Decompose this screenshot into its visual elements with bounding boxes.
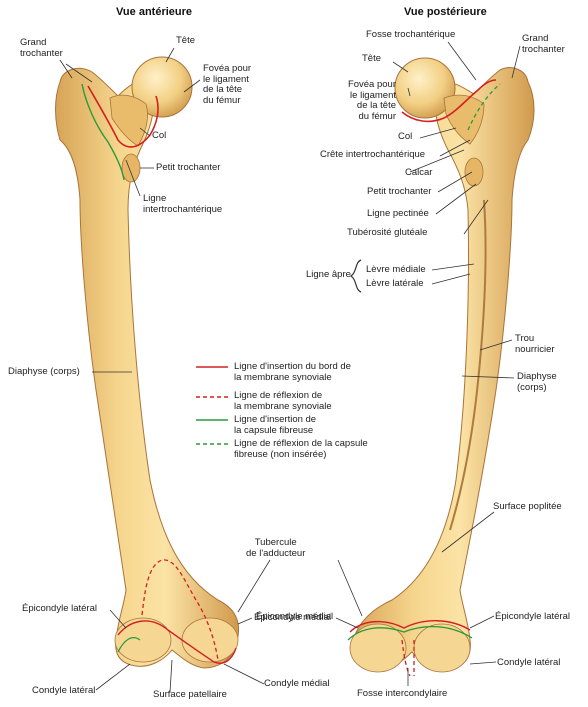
anterior-label-petit-trochanter: Petit trochanter: [156, 162, 221, 173]
anterior-label-epicondyle-medial: Épicondyle médial: [254, 612, 332, 623]
posterior-label-crete-intertrochanterique: Crête intertrochantérique: [320, 149, 426, 160]
anterior-label-col: Col: [152, 130, 167, 141]
anterior-femoral-neck: [109, 94, 148, 147]
posterior-label-trou-nourricier: Trou nourricier: [515, 333, 555, 355]
legend-swatches: [196, 366, 228, 445]
anterior-femur: [55, 56, 240, 669]
posterior-femoral-neck: [443, 94, 485, 145]
anterior-distal-capsule-line: [117, 637, 141, 653]
anterior-label-grand-trochanter: Grand trochanter: [20, 37, 63, 59]
posterior-label-surface-poplitee: Surface poplitée: [493, 501, 562, 512]
anterior-lateral-condyle: [114, 617, 172, 663]
posterior-label-levre-laterale: Lèvre latérale: [366, 278, 424, 289]
posterior-label-grand-trochanter: Grand trochanter: [522, 33, 565, 55]
anterior-label-tete: Tête: [176, 35, 196, 46]
legend-text-synovial-insertion: Ligne d'insertion du bord de la membrane…: [234, 361, 351, 383]
posterior-medial-condyle: [349, 623, 407, 673]
anterior-label-condyle-lateral: Condyle latéral: [32, 685, 96, 696]
anterior-femur-body: [55, 67, 240, 669]
legend-text-capsule-insertion: Ligne d'insertion de la capsule fibreuse: [234, 414, 317, 436]
posterior-label-epicondyle-lateral: Épicondyle latéral: [495, 611, 570, 622]
posterior-capsule-reflection-line: [467, 83, 501, 131]
posterior-label-levre-mediale: Lèvre médiale: [366, 264, 426, 275]
posterior-label-tuberosite-glutéale: Tubérosité glutéale: [347, 227, 428, 238]
posterior-label-petit-trochanter: Petit trochanter: [367, 186, 432, 197]
posterior-lateral-condyle: [413, 623, 471, 673]
posterior-label-tete: Tête: [362, 53, 382, 64]
posterior-label-fosse-intercondylaire: Fosse intercondylaire: [357, 688, 448, 699]
posterior-label-col: Col: [398, 131, 413, 142]
posterior-distal-synovial-line: [349, 620, 471, 633]
anterior-capsule-insertion-line: [81, 83, 125, 181]
posterior-label-ligne-apre: Ligne âpre: [306, 269, 351, 280]
leader-lines: [59, 41, 521, 693]
legend-text-synovial-reflection: Ligne de réflexion de la membrane synovi…: [234, 390, 332, 412]
posterior-distal-synovial-reflection: [401, 639, 415, 677]
posterior-linea-aspera: [449, 199, 487, 531]
legend-text-capsule-reflection: Ligne de réflexion de la capsule fibreus…: [234, 438, 368, 460]
anterior-synovial-insertion-line: [87, 85, 159, 148]
anterior-label-surface-patellaire: Surface patellaire: [153, 689, 227, 700]
posterior-lesser-trochanter: [464, 157, 484, 187]
anterior-label-epicondyle-lateral: Épicondyle latéral: [22, 603, 97, 614]
anterior-distal-synovial-line: [117, 620, 237, 664]
posterior-label-fovea: Fovéa pour le ligament de la tête du fém…: [347, 79, 396, 122]
posterior-label-diaphyse: Diaphyse (corps): [517, 371, 557, 393]
anterior-label-diaphyse: Diaphyse (corps): [8, 366, 80, 377]
anterior-label-condyle-medial: Condyle médial: [264, 678, 330, 689]
anterior-lesser-trochanter: [121, 153, 141, 183]
posterior-label-calcar: Calcar: [405, 167, 433, 178]
posterior-femoral-head: [394, 57, 456, 119]
posterior-label-epicondyle-medial: Épicondyle médial: [256, 611, 334, 622]
anterior-label-ligne-intertrochanterique: Ligne intertrochantérique: [143, 193, 223, 215]
posterior-synovial-insertion-line: [401, 79, 497, 123]
posterior-label-condyle-lateral: Condyle latéral: [497, 657, 561, 668]
posterior-distal-capsule-line: [347, 625, 473, 641]
anterior-label-fovea: Fovéa pour le ligament de la tête du fém…: [203, 63, 252, 106]
posterior-femur: [347, 57, 535, 677]
posterior-label-fosse-trochanterique: Fosse trochantérique: [366, 29, 456, 40]
anterior-medial-condyle: [181, 617, 239, 663]
posterior-label-ligne-pectinee: Ligne pectinée: [367, 208, 429, 219]
posterior-view-title: Vue postérieure: [404, 6, 487, 18]
anterior-label-tubercule-adducteur: Tubercule de l'adducteur: [246, 537, 306, 559]
anterior-femoral-head: [131, 56, 193, 118]
anterior-view-title: Vue antérieure: [116, 6, 193, 18]
anterior-distal-synovial-reflection: [141, 559, 219, 661]
